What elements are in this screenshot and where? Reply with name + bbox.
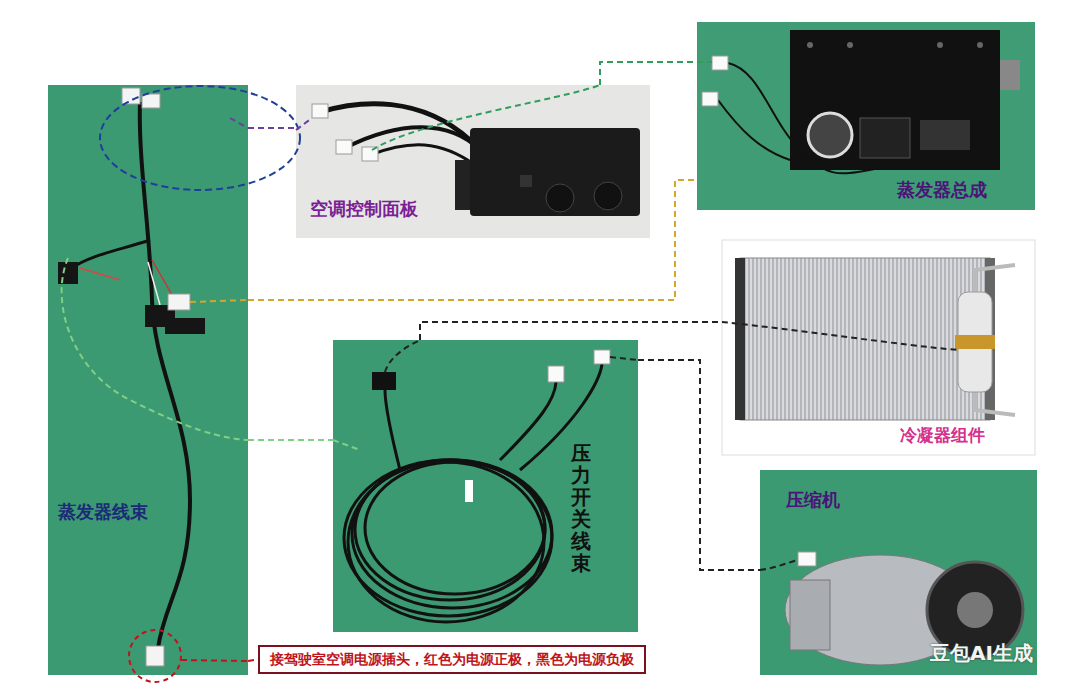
part-name: 压力开关线束 xyxy=(571,442,591,574)
art-shape xyxy=(362,147,378,161)
art-shape xyxy=(385,340,420,372)
art-shape xyxy=(860,118,910,158)
art-shape xyxy=(955,335,995,349)
art-shape xyxy=(702,92,718,106)
art-shape xyxy=(975,392,1015,415)
part-name: 蒸发器总成 xyxy=(897,178,987,201)
art-shape xyxy=(500,382,556,460)
art-shape xyxy=(470,128,640,216)
art-shape xyxy=(100,86,300,190)
art-shape xyxy=(165,318,205,334)
note-box: 接驾驶室空调电源插头，红色为电源正极，黑色为电源负极 xyxy=(258,645,646,674)
art-shape xyxy=(312,104,328,118)
photo-panel xyxy=(760,470,1037,675)
dashed-connector xyxy=(600,62,697,85)
art-shape xyxy=(697,61,712,63)
photo-panel-node: 蒸发器线束 xyxy=(48,85,248,675)
photo-panels xyxy=(48,22,1037,675)
art-shape xyxy=(80,268,120,280)
photo-panel-node: 蒸发器总成 xyxy=(697,22,1035,210)
art-shape xyxy=(129,630,181,682)
art-shape xyxy=(975,265,1015,292)
art-shape xyxy=(937,42,943,48)
dashed-connector xyxy=(248,660,258,662)
art-shape xyxy=(146,646,164,666)
art-shape xyxy=(790,580,830,650)
art-shape xyxy=(548,366,564,382)
photo-panel xyxy=(697,22,1035,210)
art-shape xyxy=(348,462,544,622)
art-shape xyxy=(594,350,610,364)
art-shape xyxy=(296,118,312,130)
art-shape xyxy=(712,56,728,70)
art-shape xyxy=(333,440,360,450)
art-shape xyxy=(807,42,813,48)
art-shape xyxy=(148,262,160,305)
art-shape xyxy=(735,258,745,420)
photo-panel xyxy=(296,85,650,238)
art-shape xyxy=(722,322,958,350)
art-shape xyxy=(465,480,473,502)
art-shape xyxy=(142,94,160,108)
art-shape xyxy=(718,100,790,160)
photo-panel xyxy=(722,240,1035,455)
harness-drawing xyxy=(58,86,300,682)
photo-panel-node: 空调控制面板 xyxy=(296,85,650,238)
art-shape xyxy=(728,63,880,173)
art-shape xyxy=(594,182,622,210)
dashed-connector xyxy=(248,439,333,441)
art-shape xyxy=(72,240,150,268)
condenser-drawing xyxy=(722,258,1015,420)
dashed-connector xyxy=(638,360,760,570)
watermark: 豆包AI生成 xyxy=(930,640,1033,667)
art-shape xyxy=(610,357,638,360)
photo-panel-node: 冷凝器组件 xyxy=(722,240,1035,455)
art-shape xyxy=(372,372,396,390)
art-shape xyxy=(957,592,993,628)
dashed-connector xyxy=(420,322,722,340)
art-shape xyxy=(181,660,248,661)
art-shape xyxy=(798,552,816,566)
art-shape xyxy=(790,30,1000,170)
control-panel-drawing xyxy=(296,85,640,216)
art-shape xyxy=(372,85,600,150)
art-shape xyxy=(168,294,190,310)
art-shape xyxy=(230,118,248,128)
art-shape xyxy=(546,184,574,212)
art-shape xyxy=(336,140,352,154)
evaporator-drawing xyxy=(697,30,1020,173)
art-shape xyxy=(62,258,248,440)
art-shape xyxy=(140,102,190,648)
dashed-connector xyxy=(248,127,296,129)
art-shape xyxy=(847,42,853,48)
cable-coil-drawing xyxy=(333,340,638,622)
dashed-connector xyxy=(248,180,697,300)
part-name: 压缩机 xyxy=(786,488,840,511)
photo-panel xyxy=(333,340,638,632)
art-shape xyxy=(977,42,983,48)
art-shape xyxy=(920,120,970,150)
part-name: 空调控制面板 xyxy=(310,197,418,220)
photo-panel-node: 压力开关线束 xyxy=(333,340,638,632)
art-shape xyxy=(365,462,545,594)
part-name: 蒸发器线束 xyxy=(58,500,148,523)
art-shape xyxy=(808,113,852,157)
art-shape xyxy=(190,300,248,302)
art-shape xyxy=(58,262,78,284)
art-shape xyxy=(385,390,400,470)
art-shape xyxy=(520,175,532,187)
art-shape xyxy=(1000,60,1020,90)
art-shape xyxy=(122,88,140,104)
note-text: 接驾驶室空调电源插头，红色为电源正极，黑色为电源负极 xyxy=(270,650,634,668)
art-shape xyxy=(760,560,798,570)
photo-panel xyxy=(48,85,248,675)
part-name: 冷凝器组件 xyxy=(900,424,985,446)
